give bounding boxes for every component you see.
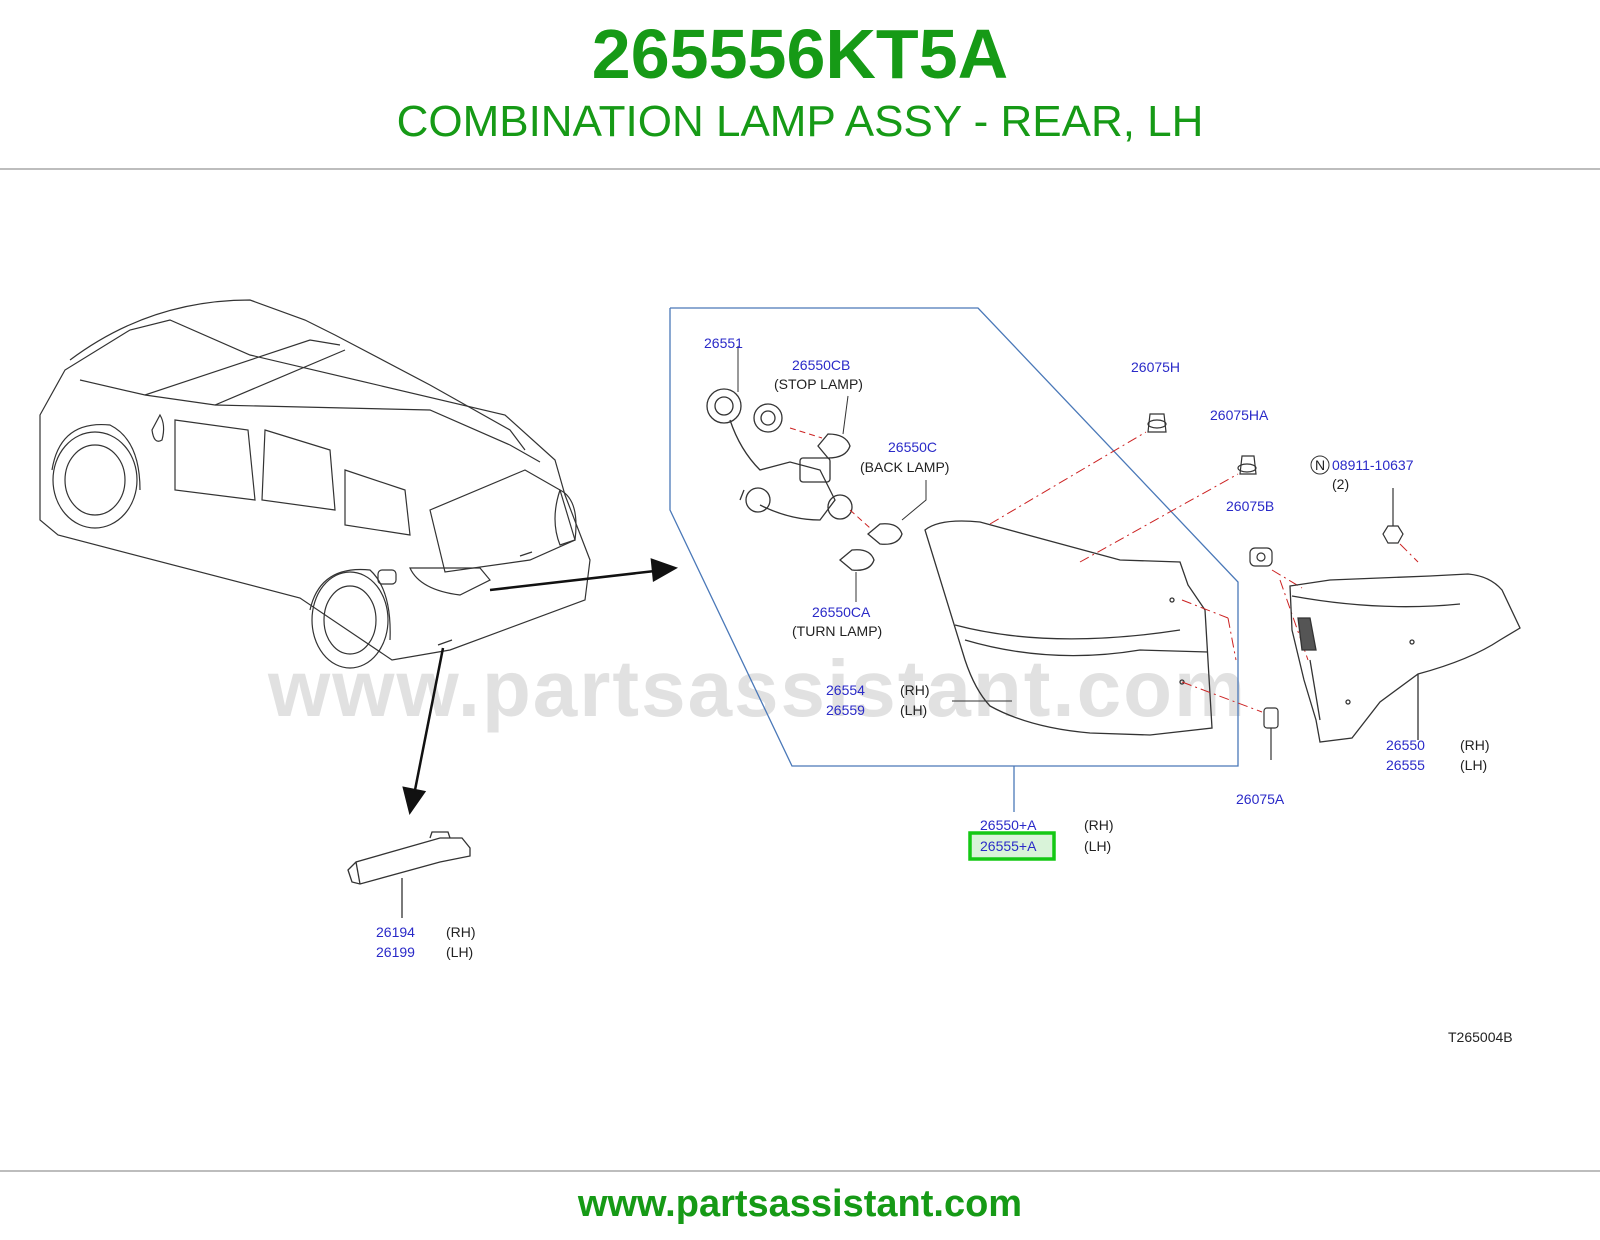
bulb-turn	[838, 549, 875, 571]
note-lamp-rh: (RH)	[1460, 737, 1490, 753]
callout-socket[interactable]: 26551	[704, 335, 743, 351]
bulb-back	[866, 523, 903, 545]
callout-assy-lh-selected[interactable]: 26555+A	[980, 838, 1037, 854]
callout-clip-b[interactable]: 26075B	[1226, 498, 1274, 514]
callout-lamp-lh[interactable]: 26555	[1386, 757, 1425, 773]
nut-08911-10637	[1382, 488, 1404, 544]
part-number-title: 265556KT5A	[591, 15, 1009, 93]
note-stop-lamp: (STOP LAMP)	[774, 376, 863, 392]
assembly-boundary	[669, 307, 1239, 767]
note-reflex-lh: (LH)	[446, 944, 473, 960]
callout-lens-lh[interactable]: 26559	[826, 702, 865, 718]
note-nut-qty: (2)	[1332, 476, 1349, 492]
callout-lamp-rh[interactable]: 26550	[1386, 737, 1425, 753]
clip-26075H	[1147, 413, 1167, 433]
header-divider	[0, 168, 1600, 170]
vehicle-illustration	[39, 299, 591, 669]
footer-url-link[interactable]: www.partsassistant.com	[577, 1183, 1023, 1225]
clip-26075HA	[1237, 455, 1257, 475]
callout-clip-a[interactable]: 26075A	[1236, 791, 1285, 807]
footer-divider	[0, 1170, 1600, 1172]
callout-reflex-rh[interactable]: 26194	[376, 924, 415, 940]
part-description: COMBINATION LAMP ASSY - REAR, LH	[396, 97, 1204, 146]
bulb-fit-lines	[789, 427, 871, 529]
callout-back-bulb[interactable]: 26550C	[888, 439, 937, 455]
callout-nut[interactable]: 08911-10637	[1332, 457, 1414, 473]
note-assy-rh: (RH)	[1084, 817, 1114, 833]
watermark-text: www.partsassistant.com	[267, 644, 1247, 733]
reflex-reflector	[347, 831, 471, 918]
clip-26075B	[1249, 547, 1273, 567]
callout-turn-bulb[interactable]: 26550CA	[812, 604, 871, 620]
bulb-stop	[817, 433, 851, 459]
note-assy-lh: (LH)	[1084, 838, 1111, 854]
note-back-lamp: (BACK LAMP)	[860, 459, 949, 475]
note-lens-lh: (LH)	[900, 702, 927, 718]
note-reflex-rh: (RH)	[446, 924, 476, 940]
drawing-id: T265004B	[1448, 1029, 1513, 1045]
note-turn-lamp: (TURN LAMP)	[792, 623, 882, 639]
callout-reflex-lh[interactable]: 26199	[376, 944, 415, 960]
note-lamp-lh: (LH)	[1460, 757, 1487, 773]
lamp-lens	[924, 520, 1213, 736]
selected-part-highlight	[968, 831, 1056, 861]
nut-marker-letter: N	[1315, 457, 1325, 473]
nut-marker-icon: N	[1310, 455, 1330, 475]
pointer-arrows	[402, 558, 679, 815]
socket-harness	[706, 388, 853, 521]
callout-clip-h[interactable]: 26075H	[1131, 359, 1180, 375]
page-header: 265556KT5A COMBINATION LAMP ASSY - REAR,…	[0, 0, 1600, 168]
callout-stop-bulb[interactable]: 26550CB	[792, 357, 850, 373]
callout-clip-ha[interactable]: 26075HA	[1210, 407, 1269, 423]
bulb-leaders	[737, 346, 1012, 702]
callout-assy-rh[interactable]: 26550+A	[980, 817, 1037, 833]
outer-combination-lamp	[1289, 573, 1521, 743]
screw-26075A	[1263, 707, 1279, 760]
callout-lens-rh[interactable]: 26554	[826, 682, 865, 698]
note-lens-rh: (RH)	[900, 682, 930, 698]
